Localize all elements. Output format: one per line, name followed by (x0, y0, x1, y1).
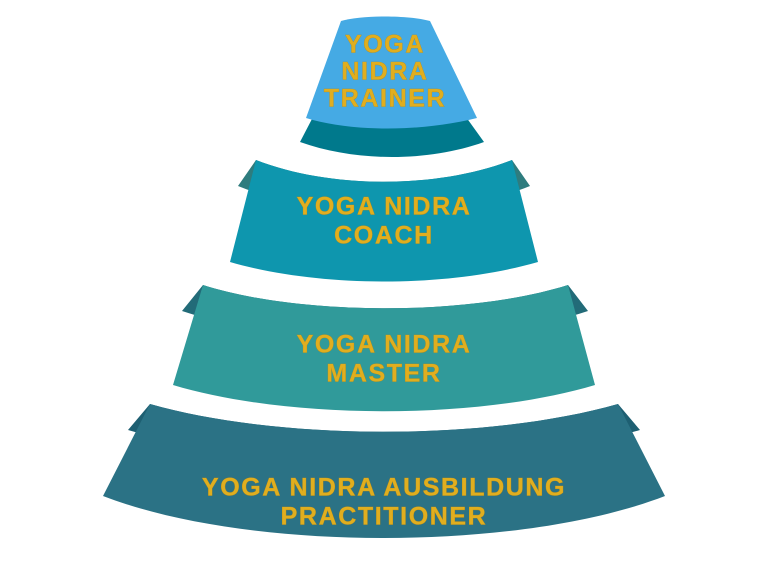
tier-trainer-group[interactable]: YOGA NIDRA TRAINER (300, 16, 484, 158)
tier-practitioner-group[interactable]: YOGA NIDRA AUSBILDUNG PRACTITIONER (103, 404, 665, 538)
tier-practitioner-label-line-2: PRACTITIONER (281, 503, 488, 531)
tier-practitioner-label-line-1: YOGA NIDRA AUSBILDUNG (202, 474, 566, 502)
tier-trainer-shadow (300, 117, 484, 157)
tier-trainer-label-line-2: NIDRA (341, 58, 428, 86)
tier-trainer-label-line-1: YOGA (345, 31, 425, 59)
tier-master-face (173, 285, 595, 412)
tier-master-group[interactable]: YOGA NIDRA MASTER (173, 285, 595, 412)
tier-trainer-label-line-3: TRAINER (324, 85, 446, 113)
tier-master-label-line-1: YOGA NIDRA (297, 331, 472, 359)
tier-coach-group[interactable]: YOGA NIDRA COACH (230, 160, 538, 282)
tier-practitioner-face (103, 404, 665, 538)
tier-coach-label-line-1: YOGA NIDRA (297, 193, 472, 221)
tier-coach-face (230, 160, 538, 282)
tier-master-label-line-2: MASTER (326, 360, 441, 388)
tier-trainer-face (306, 16, 477, 129)
tier-coach-label-line-2: COACH (334, 222, 434, 250)
